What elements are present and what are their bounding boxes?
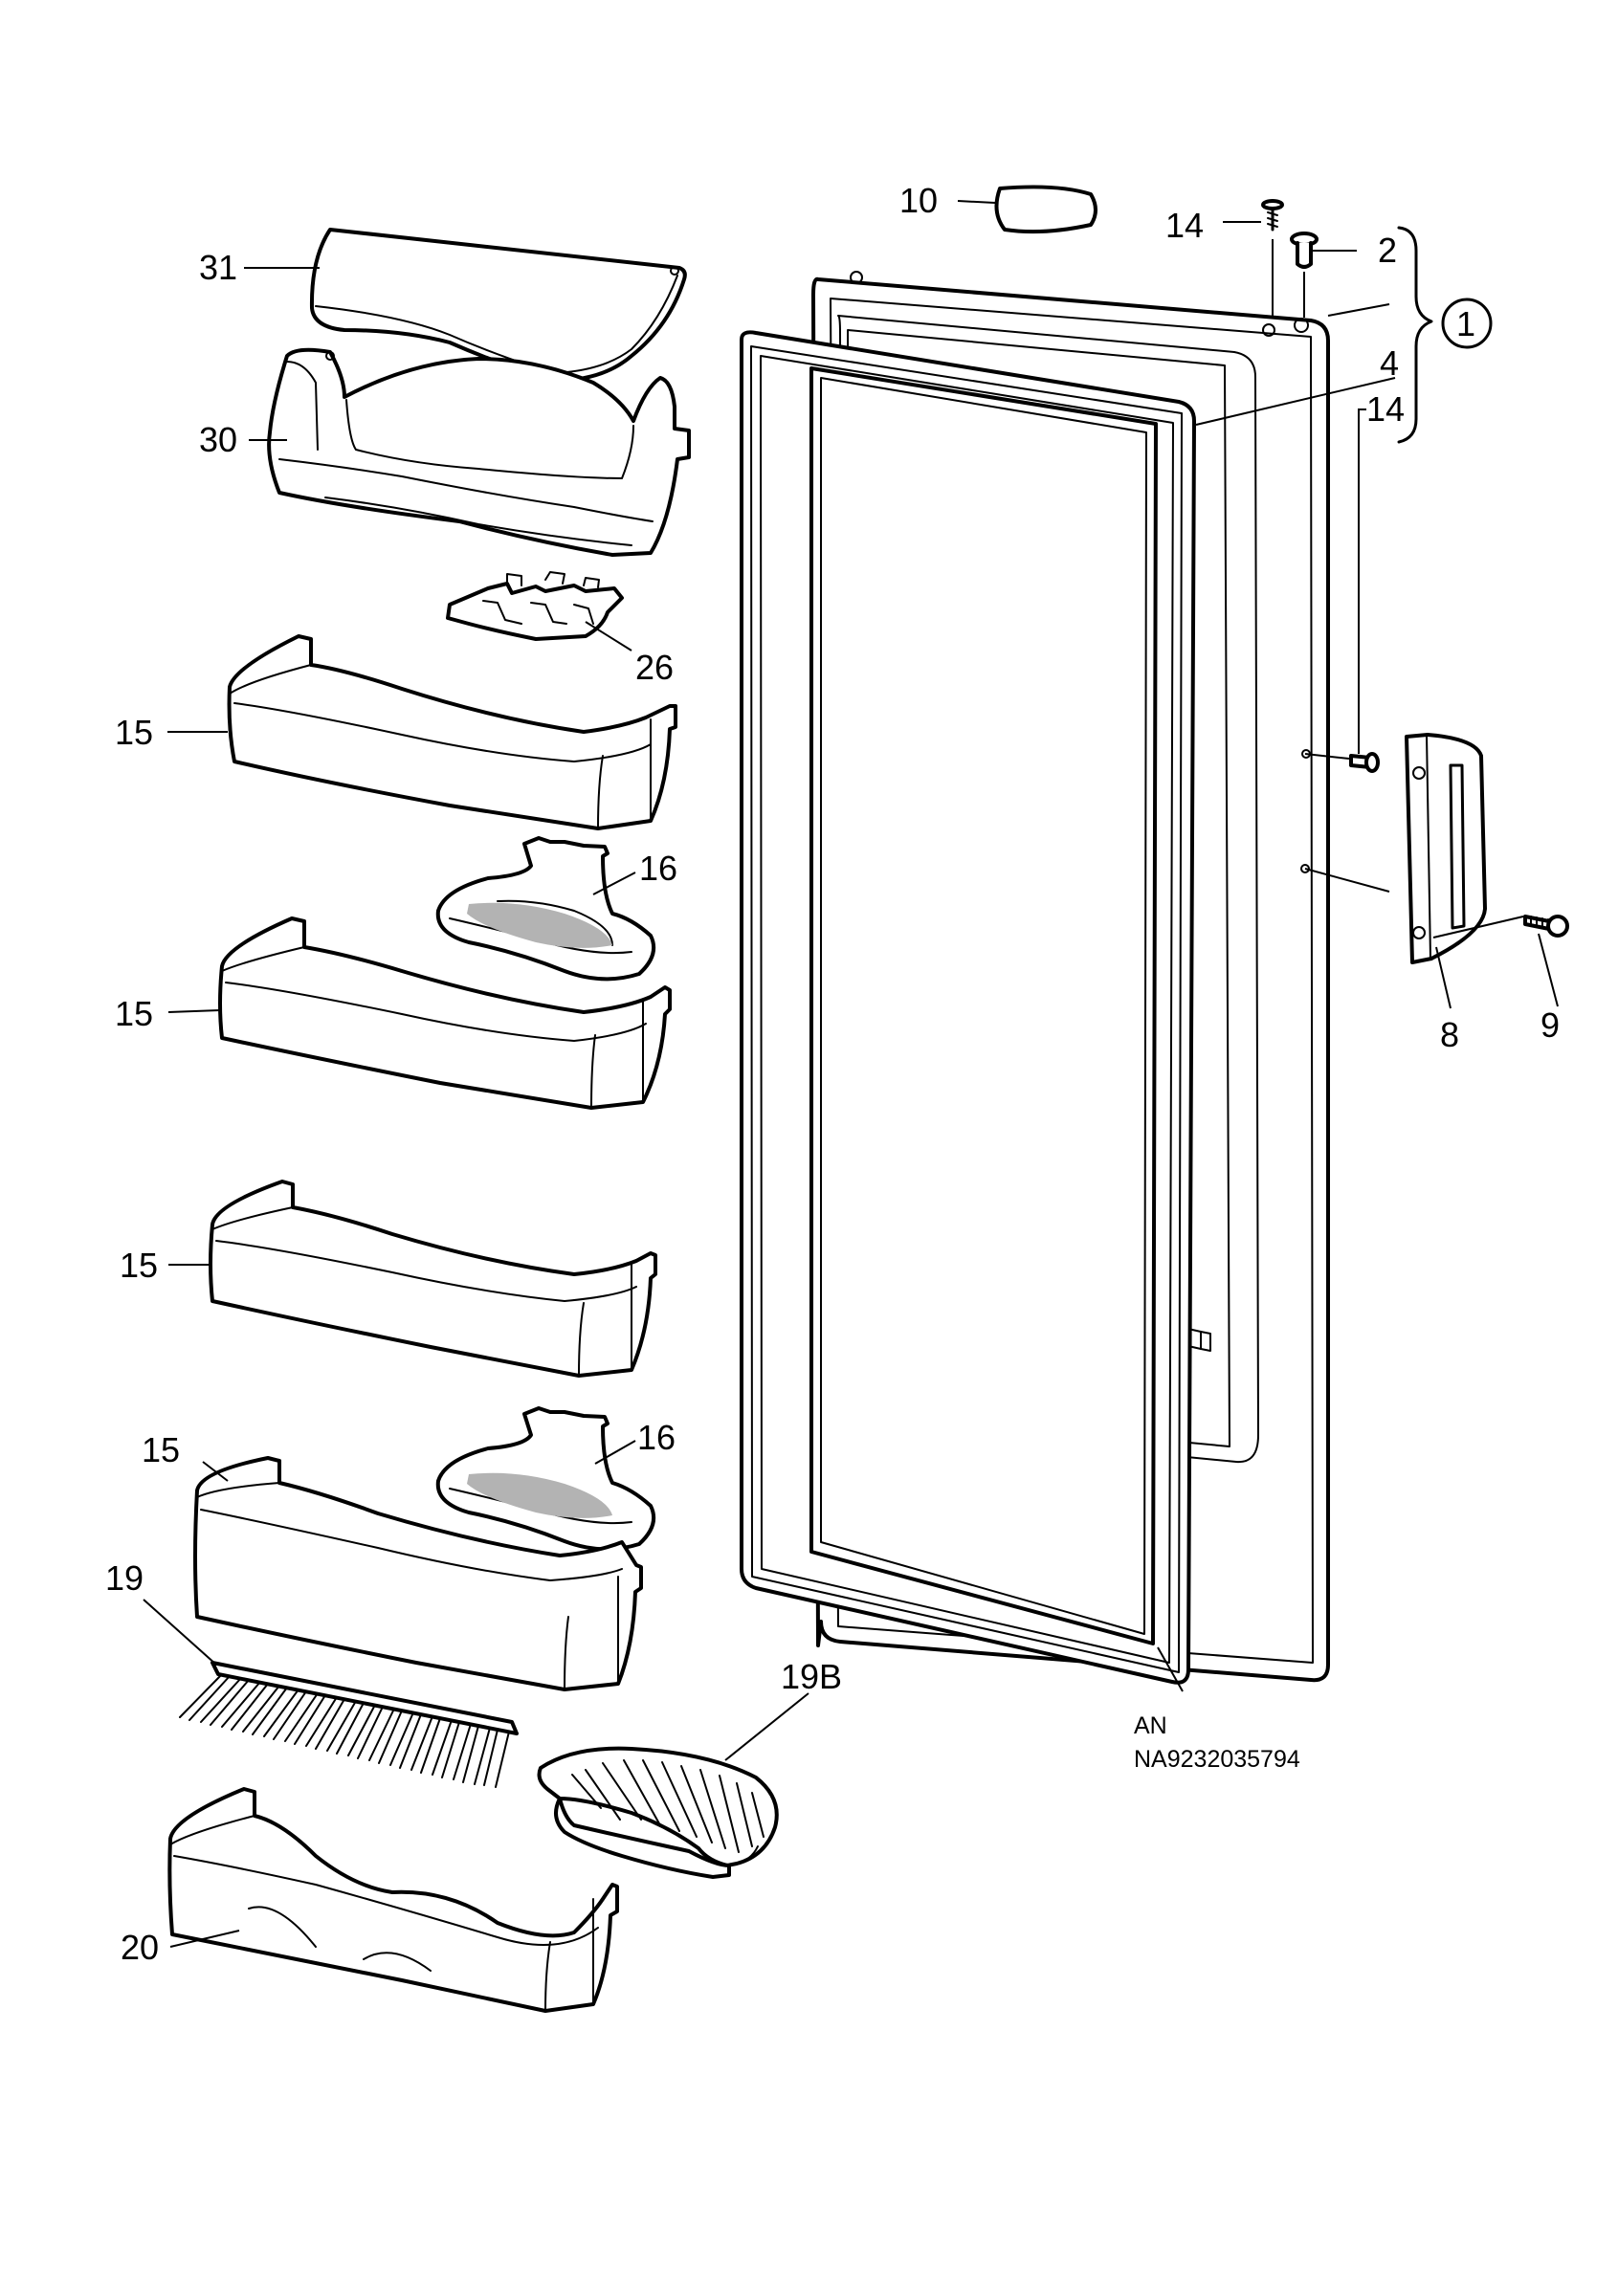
side-pin-part-14 xyxy=(1349,752,1380,773)
callout-1: 1 xyxy=(1456,304,1475,343)
callout-15-fourth: 15 xyxy=(142,1430,180,1469)
callout-15-first: 15 xyxy=(115,713,153,752)
shelf-insert-part-19b xyxy=(537,1746,779,1879)
callout-14-side: 14 xyxy=(1366,389,1405,429)
drawing-code-line-2: NA9232035794 xyxy=(1134,1746,1300,1773)
callout-15-third: 15 xyxy=(120,1246,158,1285)
door-shelf-part-15-third xyxy=(209,1180,657,1378)
callout-14-top: 14 xyxy=(1165,206,1204,245)
door-handle-part-8 xyxy=(1405,733,1487,964)
shelf-divider-part-19 xyxy=(179,1661,519,1788)
callout-4: 4 xyxy=(1380,343,1399,383)
callout-16-second: 16 xyxy=(637,1418,676,1457)
bottle-clip-part-26 xyxy=(446,571,624,641)
egg-tray-part-16-second xyxy=(435,1406,655,1552)
drawing-code-line-1: AN xyxy=(1134,1712,1167,1739)
callout-30: 30 xyxy=(199,420,237,459)
callout-9: 9 xyxy=(1540,1005,1560,1045)
callout-8: 8 xyxy=(1440,1015,1459,1054)
drawing-code: AN NA9232035794 xyxy=(1134,1712,1300,1773)
leader-lines xyxy=(143,200,1559,1948)
bottle-shelf-part-20 xyxy=(167,1787,619,2013)
callout-26: 26 xyxy=(635,648,674,687)
top-cap-part-10 xyxy=(994,185,1097,234)
assembly-callout-circle xyxy=(1441,298,1493,349)
door-shelf-part-15-first xyxy=(227,634,677,830)
handle-screw-part-9 xyxy=(1523,915,1569,938)
assembly-brace xyxy=(1397,226,1433,444)
callout-15-second: 15 xyxy=(115,994,153,1033)
callout-19: 19 xyxy=(105,1558,144,1598)
dairy-bin-part-30 xyxy=(267,347,691,557)
door-shelf-part-15-fourth xyxy=(193,1456,643,1691)
callout-16-first: 16 xyxy=(639,849,677,888)
callout-20: 20 xyxy=(121,1928,159,1967)
callout-2: 2 xyxy=(1378,231,1397,270)
door-shelf-part-15-second xyxy=(218,916,672,1110)
hinge-pin-part-14 xyxy=(1261,199,1284,316)
callout-labels: 10 14 2 1 4 14 31 30 26 15 16 15 15 16 1… xyxy=(105,181,1560,1967)
callout-10: 10 xyxy=(899,181,938,220)
hinge-bushing-part-2 xyxy=(1290,232,1319,318)
door-gasket xyxy=(740,330,1196,1685)
callout-31: 31 xyxy=(199,248,237,287)
egg-tray-part-16-first xyxy=(435,836,655,982)
callout-19b: 19B xyxy=(781,1657,842,1696)
